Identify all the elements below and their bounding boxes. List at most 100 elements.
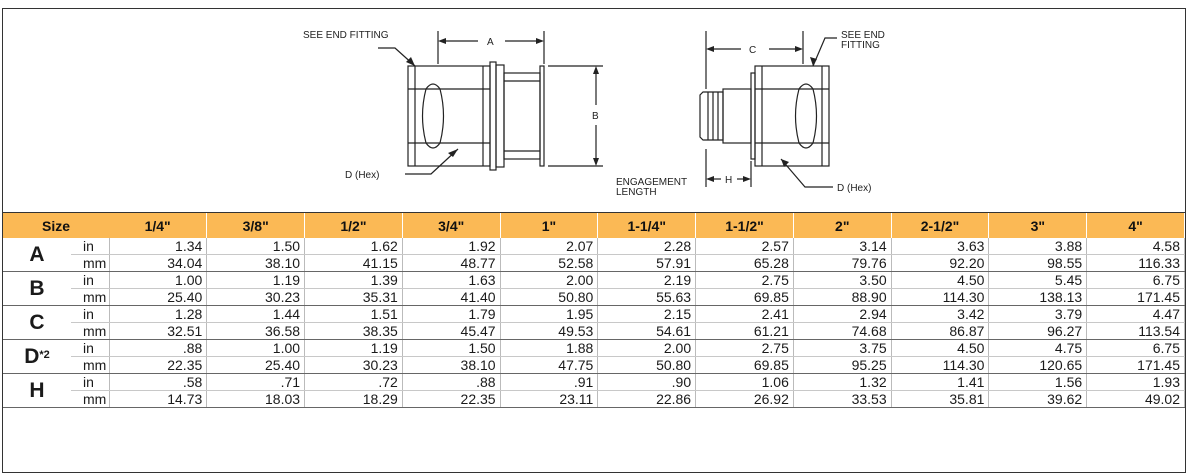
size-col-header: 1-1/4" [597, 213, 697, 238]
value-cell: 1.88 [500, 339, 599, 358]
value-cell: 49.02 [1086, 390, 1185, 409]
value-cell: 1.19 [304, 339, 403, 358]
value-cell: 3.79 [988, 305, 1088, 324]
value-cell: 1.39 [304, 271, 403, 290]
size-col-header: 1" [500, 213, 599, 238]
footnote-marker: *2 [39, 348, 50, 361]
value-cell: 47.75 [500, 356, 599, 375]
value-cell: 3.42 [891, 305, 990, 324]
value-cell: 6.75 [1086, 339, 1185, 358]
dimension-letter: A [3, 238, 71, 273]
value-cell: 2.19 [597, 271, 697, 290]
dimension-letter-text: D [24, 344, 40, 368]
value-cell: 41.40 [402, 288, 501, 307]
value-cell: 69.85 [695, 288, 794, 307]
value-cell: 3.50 [793, 271, 892, 290]
unit-label: mm [71, 356, 110, 375]
value-cell: 1.32 [793, 373, 892, 392]
value-cell: 32.51 [109, 322, 208, 341]
dim-b-label: B [592, 111, 599, 122]
value-cell: 1.62 [304, 238, 403, 256]
value-cell: .72 [304, 373, 403, 392]
value-cell: 1.34 [109, 238, 208, 256]
size-col-header: 3/8" [206, 213, 306, 238]
value-cell: 1.93 [1086, 373, 1185, 392]
male-plug-drawing [699, 65, 830, 167]
value-cell: 114.30 [891, 356, 990, 375]
unit-label: in [71, 305, 110, 324]
value-cell: 38.10 [206, 254, 306, 273]
value-cell: 5.45 [988, 271, 1088, 290]
dimension-letter: H [3, 373, 71, 409]
value-cell: 2.94 [793, 305, 892, 324]
value-cell: 74.68 [793, 322, 892, 341]
dim-h-label: H [725, 175, 732, 186]
value-cell: 96.27 [988, 322, 1088, 341]
dimension-sheet: SEE END FITTING A B D (Hex) C SEE END FI… [2, 8, 1186, 473]
value-cell: .58 [109, 373, 208, 392]
value-cell: 65.28 [695, 254, 794, 273]
engagement-label-1: ENGAGEMENT [616, 177, 687, 188]
value-cell: 4.50 [891, 271, 990, 290]
see-end-fitting-right-label-1: SEE END [841, 30, 885, 41]
value-cell: 4.47 [1086, 305, 1185, 324]
value-cell: 22.35 [402, 390, 501, 409]
value-cell: .88 [109, 339, 208, 358]
value-cell: 49.53 [500, 322, 599, 341]
size-col-header: 2-1/2" [891, 213, 990, 238]
value-cell: 22.86 [597, 390, 697, 409]
value-cell: 50.80 [597, 356, 697, 375]
value-cell: 1.41 [891, 373, 990, 392]
dimension-letter-text: H [29, 378, 45, 402]
see-end-fitting-left-label: SEE END FITTING [303, 30, 389, 41]
value-cell: 33.53 [793, 390, 892, 409]
unit-label: in [71, 238, 110, 256]
unit-label: in [71, 339, 110, 358]
coupling-diagram: SEE END FITTING A B D (Hex) C SEE END FI… [3, 9, 1185, 213]
value-cell: 38.35 [304, 322, 403, 341]
value-cell: .91 [500, 373, 599, 392]
value-cell: 1.56 [988, 373, 1088, 392]
value-cell: 55.63 [597, 288, 697, 307]
size-col-header: 1/4" [109, 213, 208, 238]
value-cell: 18.03 [206, 390, 306, 409]
value-cell: .90 [597, 373, 697, 392]
value-cell: 4.75 [988, 339, 1088, 358]
value-cell: 3.14 [793, 238, 892, 256]
value-cell: 1.28 [109, 305, 208, 324]
size-col-header: 1/2" [304, 213, 403, 238]
coupling-drawing: SEE END FITTING A B D (Hex) C SEE END FI… [303, 30, 885, 198]
value-cell: 26.92 [695, 390, 794, 409]
value-cell: 34.04 [109, 254, 208, 273]
value-cell: 98.55 [988, 254, 1088, 273]
unit-label: mm [71, 288, 110, 307]
value-cell: 88.90 [793, 288, 892, 307]
see-end-fitting-right-label-2: FITTING [841, 40, 880, 51]
value-cell: 6.75 [1086, 271, 1185, 290]
value-cell: 22.35 [109, 356, 208, 375]
unit-label: mm [71, 322, 110, 341]
value-cell: 23.11 [500, 390, 599, 409]
value-cell: 30.23 [206, 288, 306, 307]
value-cell: 120.65 [988, 356, 1088, 375]
hex-right-label: D (Hex) [837, 183, 871, 194]
value-cell: 113.54 [1086, 322, 1185, 341]
value-cell: 38.10 [402, 356, 501, 375]
value-cell: 48.77 [402, 254, 501, 273]
value-cell: 25.40 [206, 356, 306, 375]
value-cell: 30.23 [304, 356, 403, 375]
value-cell: 36.58 [206, 322, 306, 341]
value-cell: 114.30 [891, 288, 990, 307]
value-cell: 116.33 [1086, 254, 1185, 273]
value-cell: 57.91 [597, 254, 697, 273]
size-header-row: Size 1/4" 3/8" 1/2" 3/4" 1" 1-1/4" 1-1/2… [3, 213, 1185, 238]
value-cell: 79.76 [793, 254, 892, 273]
value-cell: 25.40 [109, 288, 208, 307]
value-cell: 92.20 [891, 254, 990, 273]
